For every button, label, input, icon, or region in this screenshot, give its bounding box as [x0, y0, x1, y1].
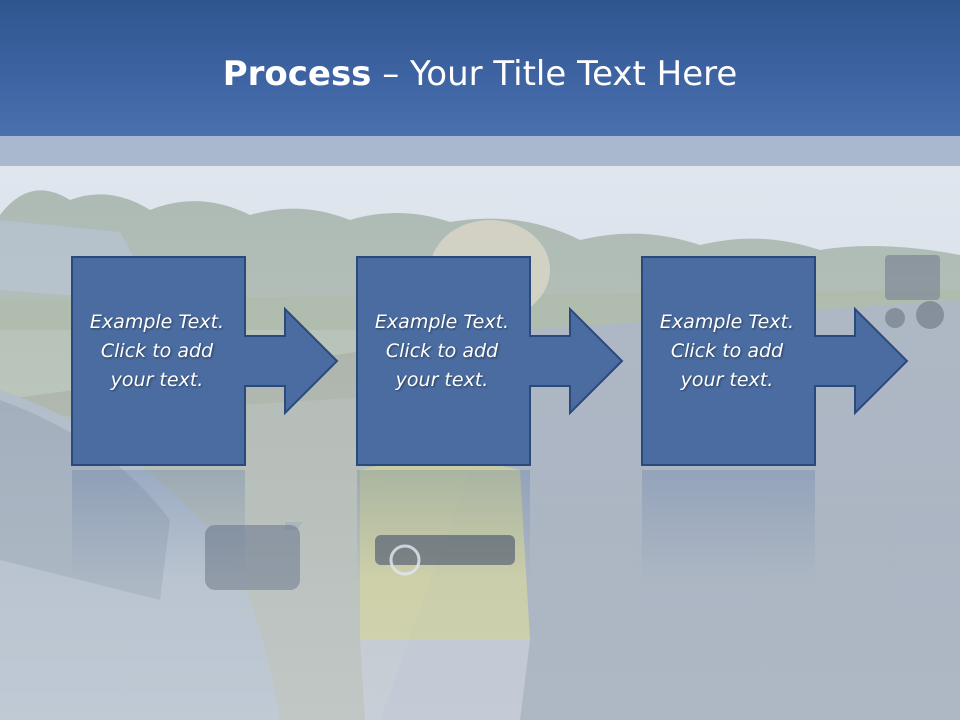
step-3-text[interactable]: Example Text. Click to add your text.	[643, 308, 811, 395]
header-band	[0, 136, 960, 166]
process-step-1-reflection	[71, 470, 341, 580]
process-step-2[interactable]: Example Text. Click to add your text.	[356, 256, 626, 466]
right-arrow-icon	[641, 256, 909, 466]
process-step-3-reflection	[641, 470, 911, 580]
step-1-line-3: your text.	[110, 369, 204, 391]
slide-title[interactable]: Process – Your Title Text Here	[0, 52, 960, 96]
title-header: Process – Your Title Text Here	[0, 0, 960, 136]
process-step-2-reflection	[356, 470, 626, 580]
step-1-text[interactable]: Example Text. Click to add your text.	[73, 308, 241, 395]
step-1-line-1: Example Text.	[89, 311, 225, 333]
process-step-3[interactable]: Example Text. Click to add your text.	[641, 256, 911, 466]
step-3-line-1: Example Text.	[659, 311, 795, 333]
step-2-line-3: your text.	[395, 369, 489, 391]
step-2-text[interactable]: Example Text. Click to add your text.	[358, 308, 526, 395]
step-3-line-3: your text.	[680, 369, 774, 391]
right-arrow-icon	[356, 256, 624, 466]
title-bold: Process	[222, 54, 372, 94]
step-2-line-1: Example Text.	[374, 311, 510, 333]
step-1-line-2: Click to add	[100, 340, 214, 362]
right-arrow-icon	[71, 256, 339, 466]
step-3-line-2: Click to add	[670, 340, 784, 362]
step-2-line-2: Click to add	[385, 340, 499, 362]
title-rest: – Your Title Text Here	[371, 54, 738, 94]
process-step-1[interactable]: Example Text. Click to add your text.	[71, 256, 341, 466]
